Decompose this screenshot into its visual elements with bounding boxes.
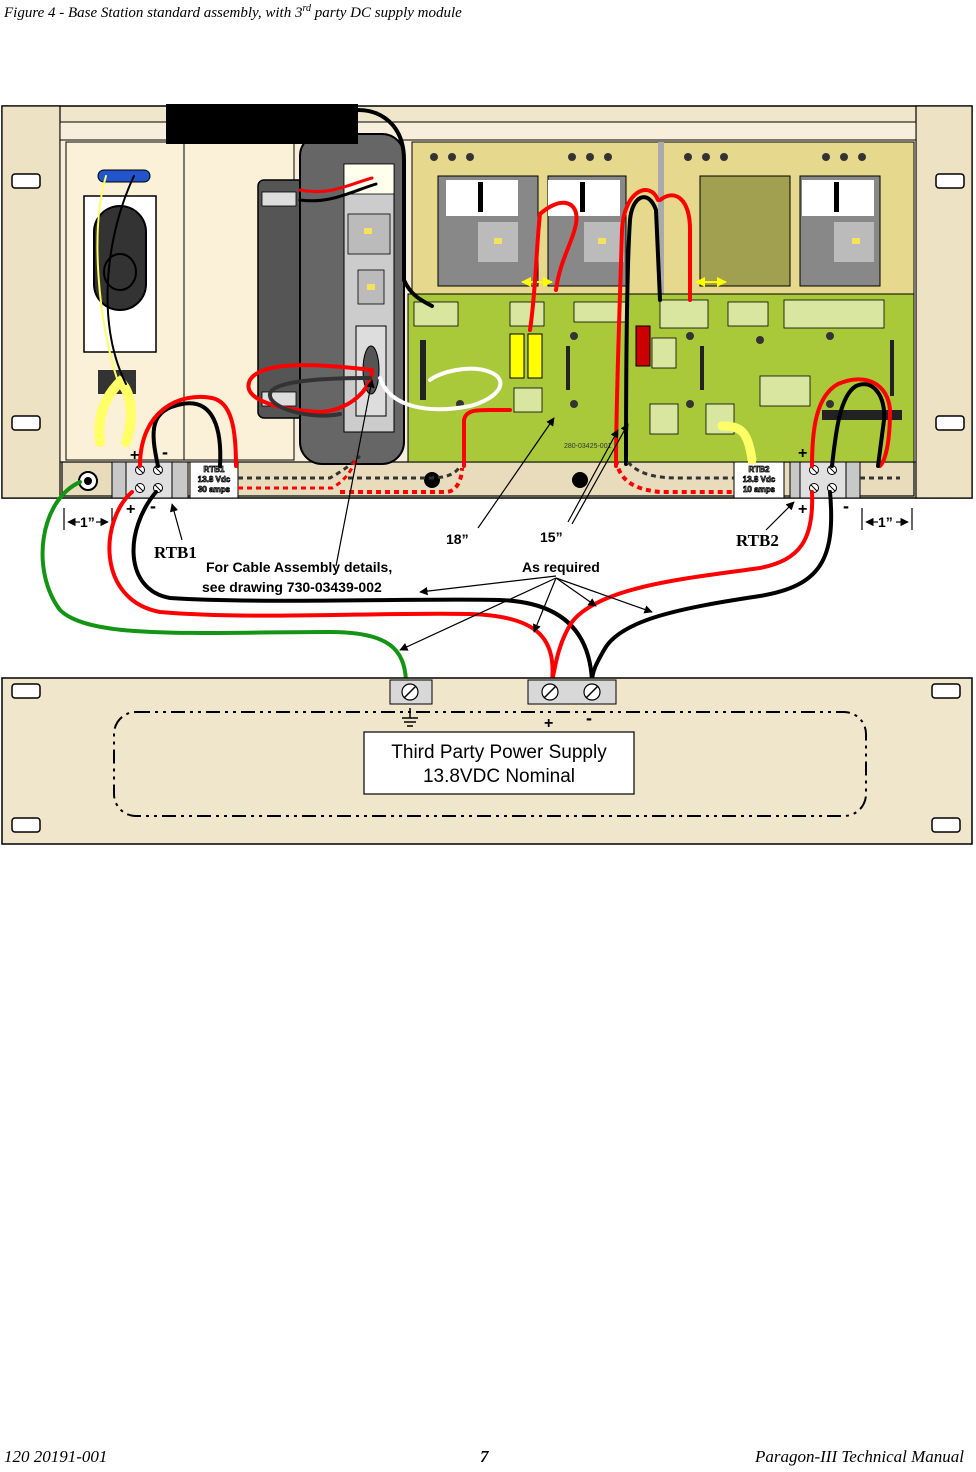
figure-caption: Figure 4 - Base Station standard assembl…: [4, 3, 462, 21]
rtb2-top-plus: +: [798, 445, 807, 462]
rtb1-top-plus: +: [130, 447, 139, 464]
length-15-label: 15”: [540, 529, 563, 545]
cable-note-line1: For Cable Assembly details,: [206, 559, 392, 575]
rtb2-bottom-plus: +: [798, 501, 807, 518]
ground-symbol: [402, 708, 418, 727]
amplifier-area: [411, 141, 915, 295]
leader-arrows: [169, 379, 795, 651]
rtb1-rating-plate: RTB1 13.8 Vdc 30 amps: [189, 461, 239, 499]
rtb2-terminal-block: [789, 461, 861, 499]
dimension-left-label: 1”: [80, 514, 95, 530]
psu-ground-terminal: [389, 679, 433, 705]
rtb1-terminal-block: [111, 461, 189, 499]
svg-text:RTB1: RTB1: [204, 465, 225, 474]
hidden-wire-runs: [238, 454, 900, 494]
internal-wiring: [94, 108, 893, 468]
rtb1-top-minus: -: [162, 442, 168, 462]
dimension-right-label: 1”: [878, 514, 893, 530]
svg-text:RTB2: RTB2: [749, 465, 770, 474]
psu-label-box: Third Party Power Supply 13.8VDC Nominal: [363, 731, 635, 795]
length-18-label: 18”: [446, 531, 469, 547]
page-number: 7: [480, 1447, 489, 1466]
psu-plus-label: +: [544, 715, 553, 732]
mounting-hole: [572, 472, 588, 488]
rack-mounting-slots: [11, 173, 965, 431]
psu-label-line2: 13.8VDC Nominal: [423, 766, 575, 787]
board-part-number: 280-03425-001: [564, 443, 612, 450]
rtb2-label: RTB2: [736, 531, 779, 550]
manual-title: Paragon-III Technical Manual: [754, 1447, 964, 1466]
rtb1-label: RTB1: [154, 543, 197, 562]
control-pcb: 280-03425-001: [407, 293, 915, 463]
rtb1-bottom-minus: -: [150, 496, 156, 516]
svg-text:13.8 Vdc: 13.8 Vdc: [198, 475, 231, 484]
as-required-label: As required: [522, 559, 600, 575]
black-cover-plate: [166, 104, 358, 144]
doc-number: 120 20191-001: [4, 1447, 108, 1466]
external-cables: [40, 480, 834, 684]
mounting-hole: [424, 472, 440, 488]
rtb1-bottom-plus: +: [126, 501, 135, 518]
cable-note-line2: see drawing 730-03439-002: [202, 579, 382, 595]
svg-text:30 amps: 30 amps: [198, 485, 231, 494]
dimension-right: [861, 508, 913, 530]
rtb2-rating-plate: RTB2 13.8 Vdc 10 amps: [733, 461, 785, 499]
svg-text:13.8 Vdc: 13.8 Vdc: [743, 475, 776, 484]
psu-minus-label: -: [586, 708, 592, 728]
psu-dc-terminal: [527, 679, 617, 705]
svg-text:10 amps: 10 amps: [743, 485, 776, 494]
psu-label-line1: Third Party Power Supply: [391, 742, 607, 763]
rtb2-bottom-minus: -: [843, 496, 849, 516]
